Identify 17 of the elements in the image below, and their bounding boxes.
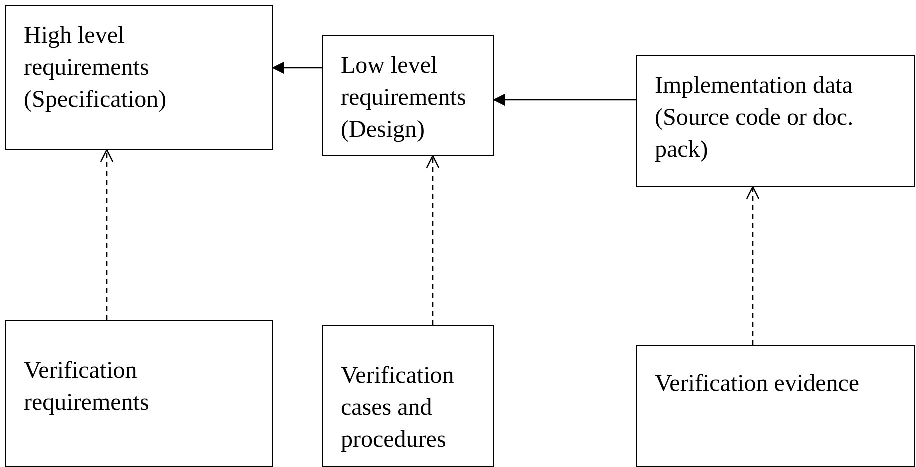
- dashed-arrow: [746, 186, 760, 345]
- box-label: Verification evidence: [655, 370, 861, 399]
- arrow: [493, 94, 636, 106]
- text-box: [636, 55, 915, 187]
- dashed-arrow: [100, 149, 114, 320]
- box-label: Low level requirements (Design): [341, 52, 468, 145]
- arrow: [272, 62, 322, 74]
- box-label: High level requirements (Specification): [24, 22, 168, 115]
- text-box: [5, 5, 273, 150]
- text-box: [322, 35, 494, 156]
- box-label: Verification cases and procedures: [341, 362, 456, 455]
- text-box: [636, 345, 915, 467]
- box-label: Verification requirements: [24, 357, 150, 418]
- box-label: Implementation data (Source code or doc. pack): [655, 72, 855, 165]
- text-box: [322, 325, 494, 467]
- text-box: [5, 320, 273, 467]
- dashed-arrow: [426, 155, 440, 325]
